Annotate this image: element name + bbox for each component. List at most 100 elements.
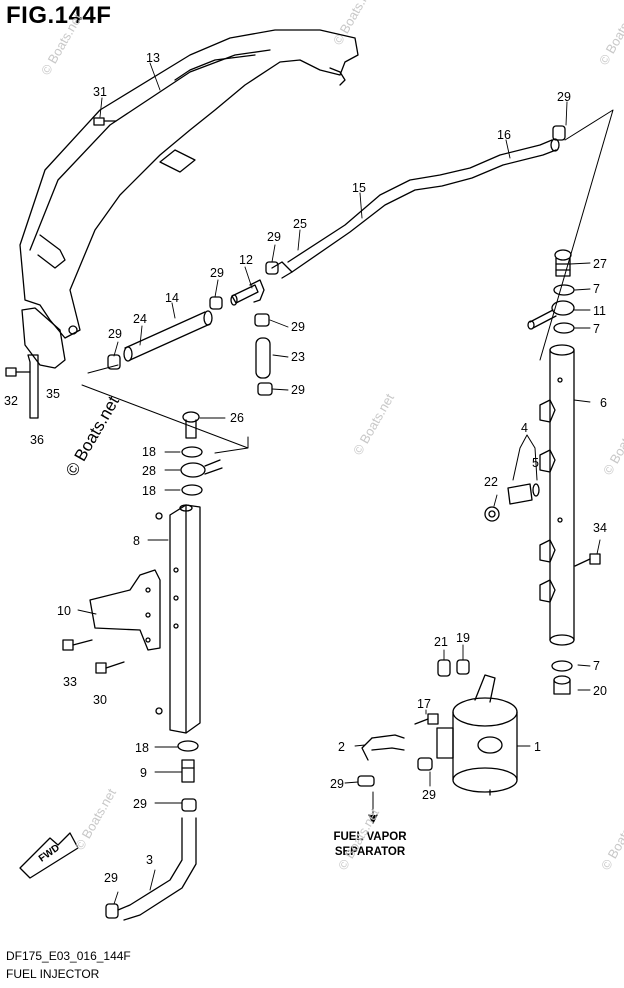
- part-18-washer: [177, 740, 199, 752]
- part-28-banjo: [180, 459, 223, 478]
- callout: 29: [210, 266, 224, 280]
- figure-title: FIG.144F: [6, 2, 112, 29]
- part-7-washer: [553, 284, 575, 296]
- callout: 2: [338, 740, 345, 754]
- fuel-vapor-line1: FUEL VAPOR: [333, 831, 407, 843]
- callout: 18: [135, 741, 149, 755]
- callout: 10: [57, 604, 71, 618]
- callout: 19: [456, 631, 470, 645]
- callout: 30: [93, 693, 107, 707]
- part-33-bolt: [62, 639, 93, 651]
- part-7-washer: [551, 660, 573, 672]
- callout: 24: [133, 312, 147, 326]
- callout: 34: [593, 521, 607, 535]
- callout: 33: [63, 675, 77, 689]
- callout: 23: [291, 350, 305, 364]
- part-14-hose: [123, 310, 213, 362]
- part-3-hose: [117, 817, 197, 921]
- part-29-clamp: [209, 296, 223, 310]
- callout: 22: [484, 475, 498, 489]
- callout: 18: [142, 445, 156, 459]
- fuel-vapor-separator-label: FUEL VAPOR SEPARATOR: [325, 830, 415, 860]
- part-34-bolt: [574, 553, 601, 567]
- part-10-bracket: [89, 569, 161, 651]
- part-36-clip: [27, 354, 39, 419]
- part-29-clamp: [552, 125, 566, 141]
- part-12-joint: [230, 279, 265, 306]
- part-20-plug: [553, 675, 571, 695]
- callout: 12: [239, 253, 253, 267]
- callout: 20: [593, 684, 607, 698]
- part-29-clamp: [357, 775, 375, 787]
- figure-name: FUEL INJECTOR: [6, 967, 100, 981]
- part-2-hose: [361, 734, 405, 761]
- callout: 29: [104, 871, 118, 885]
- part-17-bolt: [414, 713, 439, 725]
- callout: 7: [593, 282, 600, 296]
- callout: 29: [267, 230, 281, 244]
- callout: 25: [293, 217, 307, 231]
- callout: 1: [534, 740, 541, 754]
- callout: 14: [165, 291, 179, 305]
- part-16-hose: [287, 138, 560, 273]
- part-23-hose: [255, 337, 271, 379]
- callout: 31: [93, 85, 107, 99]
- callout: 29: [133, 797, 147, 811]
- part-27-bolt: [554, 249, 572, 277]
- callout: 36: [30, 433, 44, 447]
- callout: 15: [352, 181, 366, 195]
- callout-labels: 13 31 29 16 15 25 29 12 29 14 24 29 29 2…: [4, 51, 607, 885]
- callout: 29: [108, 327, 122, 341]
- callout: 9: [140, 766, 147, 780]
- part-injector: [507, 483, 540, 505]
- part-11-union: [527, 300, 575, 330]
- part-26-bolt: [182, 411, 200, 439]
- callout: 5: [532, 456, 539, 470]
- part-29-clamp: [257, 382, 273, 396]
- callout: 6: [600, 396, 607, 410]
- part-7-washer: [553, 322, 575, 334]
- part-8-rail: [155, 504, 201, 734]
- callout: 29: [557, 90, 571, 104]
- callout: 3: [146, 853, 153, 867]
- part-21-grommet: [437, 659, 451, 677]
- callout: 17: [417, 697, 431, 711]
- part-29-clamp: [417, 757, 433, 771]
- figure-code: DF175_E03_016_144F: [6, 949, 131, 963]
- part-29-clamp: [254, 313, 270, 327]
- part-22-cap: [484, 506, 500, 522]
- callout: 26: [230, 411, 244, 425]
- fwd-arrow: [19, 832, 79, 879]
- callout: 13: [146, 51, 160, 65]
- fuel-vapor-line2: SEPARATOR: [334, 846, 406, 858]
- part-18-washer: [181, 484, 203, 496]
- callout: 16: [497, 128, 511, 142]
- part-29-clamp: [105, 903, 119, 919]
- callout: 28: [142, 464, 156, 478]
- part-9-fitting: [181, 759, 195, 783]
- part-29-clamp: [181, 798, 197, 812]
- part-32-bolt: [5, 367, 31, 377]
- callout: 21: [434, 635, 448, 649]
- part-18-washer: [181, 446, 203, 458]
- part-30-bolt: [95, 661, 125, 674]
- part-19-cap: [456, 659, 470, 675]
- part-1-separator: [436, 674, 518, 796]
- callout: 29: [291, 320, 305, 334]
- part-35-bracket: [21, 307, 66, 369]
- callout: 32: [4, 394, 18, 408]
- callout: 35: [46, 387, 60, 401]
- callout: 4: [521, 421, 528, 435]
- callout: 27: [593, 257, 607, 271]
- callout: 29: [291, 383, 305, 397]
- part-13-cover: [19, 29, 359, 339]
- callout: 29: [330, 777, 344, 791]
- callout: 7: [593, 322, 600, 336]
- part-25-pipe: [271, 261, 293, 279]
- callout: 7: [593, 659, 600, 673]
- callout: 18: [142, 484, 156, 498]
- part-31-bolt: [93, 117, 117, 126]
- callout: 8: [133, 534, 140, 548]
- part-6-rail: [539, 344, 575, 646]
